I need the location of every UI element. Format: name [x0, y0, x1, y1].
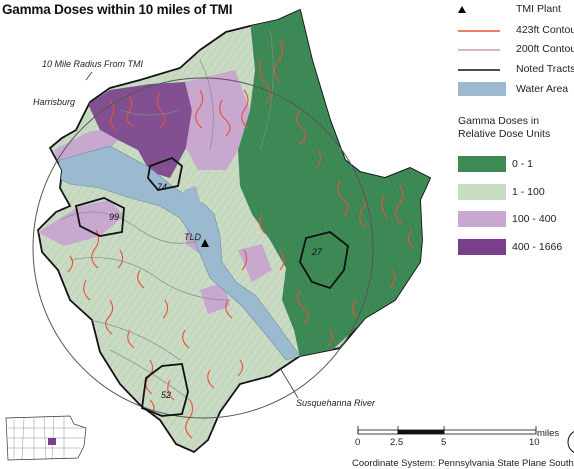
dose-swatch-2	[458, 211, 506, 227]
scale-unit: miles	[537, 428, 560, 439]
dose-legend-header-1: Gamma Doses in	[458, 115, 540, 127]
dose-class-0: 0 - 1	[512, 158, 534, 170]
tract-99[interactable]	[74, 197, 125, 237]
map-title: Gamma Doses within 10 miles of TMI	[2, 2, 233, 17]
dose-swatch-0	[458, 156, 506, 172]
tract-52[interactable]	[141, 363, 189, 417]
river-pointer	[279, 367, 299, 399]
legend-plant-triangle	[458, 6, 466, 13]
radius-pointer	[85, 71, 93, 81]
locator-highlight	[48, 438, 56, 445]
dose-swatch-1	[458, 184, 506, 200]
scale-tick-2: 5	[441, 437, 447, 448]
dose-class-2: 100 - 400	[512, 213, 557, 225]
dose-swatch-3	[458, 239, 506, 255]
scale-tick-3: 10	[529, 437, 540, 448]
city-label: Harrisburg	[33, 97, 76, 107]
noted-tracts	[74, 156, 349, 417]
tract-99-label: 99	[109, 212, 120, 222]
locator-inset	[0, 408, 92, 469]
tmi-plant-marker[interactable]	[201, 239, 209, 247]
scale-tick-0: 0	[355, 437, 361, 448]
legend-water-swatch	[458, 82, 506, 96]
legend-symbols	[458, 6, 506, 96]
scale-tick-1: 2.5	[390, 437, 404, 448]
dose-class-3: 400 - 1666	[512, 241, 563, 253]
site-label: TLD	[184, 232, 202, 242]
tract-74-label: 74	[157, 182, 168, 192]
legend-noted-tracts: Noted Tracts	[516, 63, 574, 75]
coordinate-system: Coordinate System: Pennsylvania State Pl…	[352, 458, 574, 469]
radius-circle	[32, 77, 374, 419]
tract-27[interactable]	[299, 231, 349, 290]
contour-423ft	[67, 39, 415, 439]
dose-zone-high	[88, 82, 192, 178]
dose-legend-swatches	[458, 156, 506, 255]
legend-tmi-plant: TMI Plant	[516, 3, 561, 15]
legend-water-area: Water Area	[516, 83, 569, 95]
north-arrow	[567, 431, 574, 453]
tract-27-label: 27	[312, 247, 323, 257]
dose-zone-medium	[185, 70, 250, 170]
tract-74[interactable]	[147, 156, 183, 191]
contour-200ft	[59, 29, 274, 401]
legend-423ft: 423ft Contou	[516, 24, 574, 36]
radius-label: 10 Mile Radius From TMI	[42, 59, 144, 69]
scale-bar	[357, 426, 537, 435]
dose-class-1: 1 - 100	[512, 186, 545, 198]
legend-200ft: 200ft Contou	[516, 43, 574, 55]
tract-52-label: 52	[161, 390, 172, 400]
river-label: Susquehanna River	[296, 398, 376, 408]
dose-legend-header-2: Relative Dose Units	[458, 128, 551, 140]
